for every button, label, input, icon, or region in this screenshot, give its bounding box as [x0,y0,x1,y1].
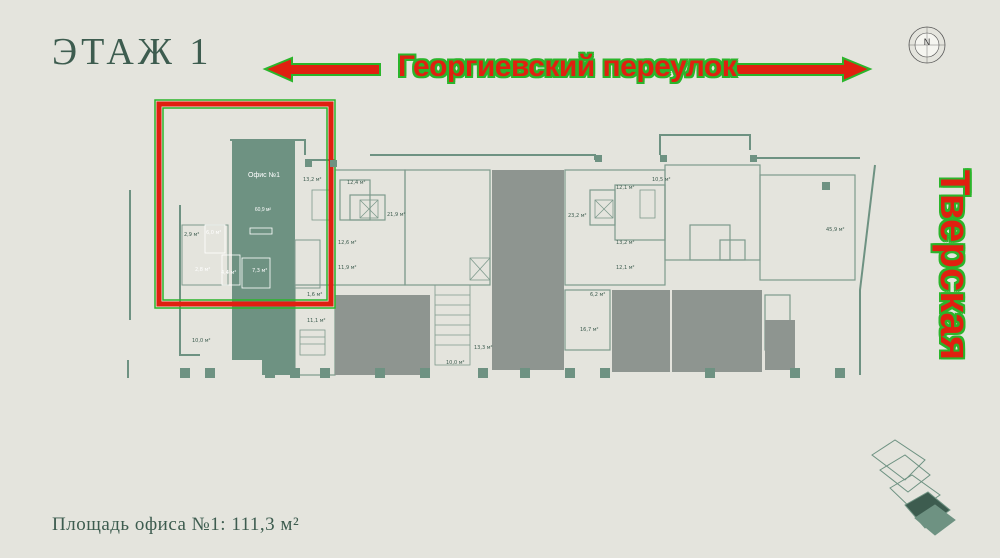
room-area-label: 45,9 м² [826,227,845,233]
room-area-label: 4,4 м² [221,270,237,276]
room-area-label: 12,4 м² [347,180,366,186]
street-label-top: Георгиевский переулок [398,50,737,83]
room-area-label: 11,1 м² [307,318,326,324]
office-area-caption: Площадь офиса №1: 111,3 м² [52,514,300,535]
room-area-label: 7,3 м² [252,268,268,274]
room-area-label: 11,9 м² [338,265,357,271]
building-locator-thumbnail [871,439,956,536]
compass-rose [908,26,946,64]
room-area-label: 12,6 м² [338,240,357,246]
window-markers [180,152,845,378]
room-area-label: 13,3 м² [474,345,493,351]
room-area-label: 12,1 м² [616,185,635,191]
room-area-label: 13,2 м² [616,240,635,246]
compass-north-label: N [923,37,931,47]
room-area-label: 21,9 м² [387,212,406,218]
room-area-label: 6,2 м² [590,292,606,298]
floor-title: ЭТАЖ 1 [52,31,213,73]
room-area-label: 6,0 м² [206,230,222,236]
room-area-label: 2,9 м² [184,232,200,238]
room-area-label: 10,5 м² [652,177,671,183]
street-label-right: Тверская [932,169,979,361]
room-area-label: 10,0 м² [446,360,465,366]
street-arrow-left [262,56,381,83]
street-label-right-container: Тверская [930,155,980,375]
office-1-area-label: 60,9 м² [254,207,272,213]
room-area-label: 23,2 м² [568,213,587,219]
room-area-label: 2,8 м² [195,267,211,273]
room-area-label: 16,7 м² [580,327,599,333]
room-area-label: 10,0 м² [192,338,211,344]
office-1-highlight-frame [156,101,334,307]
grey-units [335,170,795,375]
room-area-label: 13,2 м² [303,177,322,183]
room-area-label: 12,1 м² [616,265,635,271]
office-1-name: Офис №1 [248,172,280,179]
room-area-label: 1,6 м² [307,292,323,298]
lift-shafts [359,199,614,281]
street-arrow-right [735,56,873,83]
